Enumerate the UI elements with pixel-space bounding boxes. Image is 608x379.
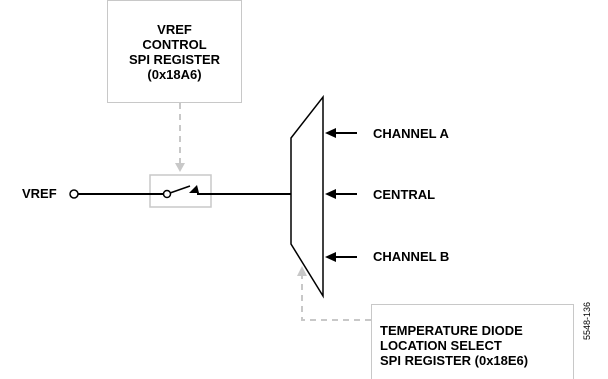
multiplexer (290, 94, 324, 299)
vref-control-arrowhead (175, 163, 185, 172)
vref-control-line-2: CONTROL (142, 37, 207, 52)
vref-control-line-4: (0x18A6) (147, 67, 202, 82)
switch-pivot (162, 189, 172, 199)
switch-enclosure (149, 174, 212, 208)
central-label: CENTRAL (373, 187, 436, 202)
temp-select-dashed-line (301, 275, 371, 321)
vref-control-line-3: SPI REGISTER (128, 52, 221, 67)
vref-control-line-1: VREF (157, 22, 192, 37)
channel-b-label: CHANNEL B (373, 249, 450, 264)
vref-control-register-box: VREF CONTROL SPI REGISTER (0x18A6) (107, 0, 242, 103)
central-arrowhead (325, 189, 336, 199)
vref-input-terminal (69, 189, 79, 199)
temp-select-line-1: TEMPERATURE DIODE (380, 323, 523, 338)
temp-select-line-3: SPI REGISTER (0x18E6) (380, 353, 529, 368)
temp-diode-select-register-box: TEMPERATURE DIODE LOCATION SELECT SPI RE… (371, 304, 574, 379)
switch-blade (169, 185, 191, 194)
vref-input-label: VREF (22, 186, 57, 201)
channel-b-arrowhead (325, 252, 336, 262)
switch-contact (189, 185, 199, 193)
channel-a-arrowhead (325, 128, 336, 138)
temp-select-line-2: LOCATION SELECT (380, 338, 502, 353)
figure-id: 5548-136 (582, 301, 592, 340)
temp-select-arrowhead (297, 266, 307, 276)
channel-a-label: CHANNEL A (373, 126, 449, 141)
